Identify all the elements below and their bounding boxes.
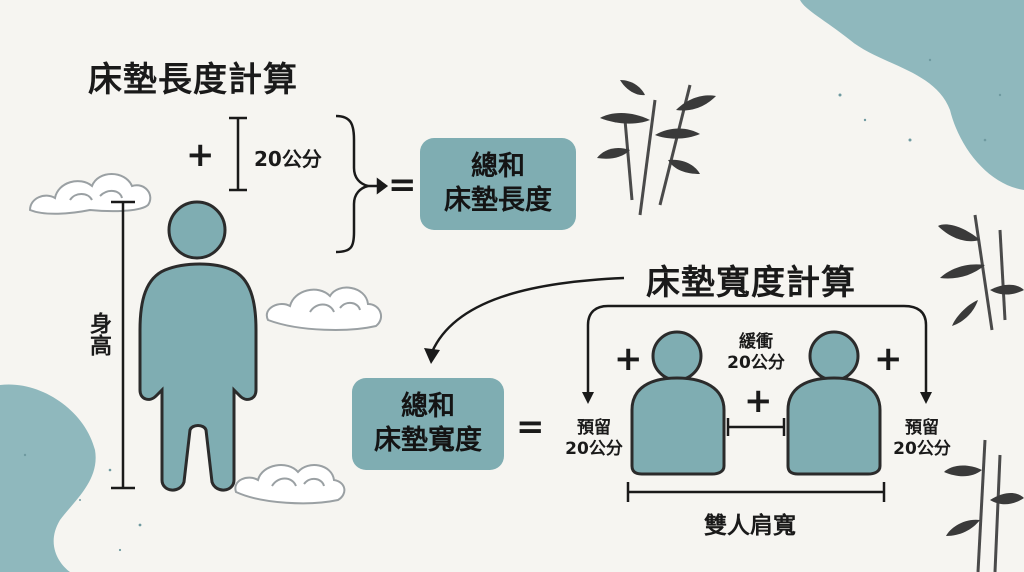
person-body: [138, 262, 258, 492]
height-label-text: 身高: [86, 312, 111, 356]
right-reserve-line1: 預留: [905, 418, 939, 438]
left-reserve-line1: 預留: [577, 418, 611, 438]
margin-bracket-length: [229, 116, 247, 192]
length-margin-label: 20公分: [254, 147, 322, 171]
left-person-head: [651, 330, 703, 382]
shoulder-width-bracket: [626, 482, 886, 502]
person-head: [167, 200, 227, 260]
right-person-body: [786, 376, 882, 476]
buffer-line2: 20公分: [727, 353, 785, 373]
width-plus-left: +: [614, 339, 643, 379]
width-curved-arrow: [424, 276, 625, 364]
corner-blob-bottom-left: [0, 384, 96, 572]
left-person-body: [630, 376, 726, 476]
buffer-bracket: [726, 418, 786, 436]
right-reserve-line2: 20公分: [893, 439, 951, 459]
corner-blob-top-right: [800, 0, 1024, 190]
bamboo-bottom-right: [944, 439, 1024, 572]
length-result-line2: 床墊長度: [444, 185, 552, 216]
width-plus-right: +: [874, 339, 903, 379]
bamboo-top: [597, 80, 716, 216]
width-result-line2: 床墊寬度: [374, 425, 482, 456]
couple-arch-bracket: [582, 304, 932, 404]
length-result-line1: 總和: [471, 151, 525, 182]
length-result-box: 總和 床墊長度: [420, 138, 576, 230]
cloud-top-left: [28, 173, 152, 215]
person-figure: [138, 200, 258, 492]
sum-curly-brace: [335, 114, 369, 254]
cloud-bottom: [234, 464, 346, 505]
speckles: [23, 58, 1002, 552]
width-result-line1: 總和: [401, 391, 455, 422]
cloud-middle: [265, 286, 383, 331]
brace-arrow: [368, 177, 389, 195]
width-result-box: 總和 床墊寬度: [352, 378, 504, 470]
right-reserve-label: 預留 20公分: [886, 418, 958, 460]
couple-figures: [630, 330, 882, 476]
shoulder-width-label: 雙人肩寬: [704, 513, 796, 539]
right-person-head: [808, 330, 860, 382]
length-equals: =: [388, 165, 417, 205]
width-plus-middle: +: [744, 381, 773, 421]
left-reserve-label: 預留 20公分: [558, 418, 630, 460]
length-title: 床墊長度計算: [88, 60, 298, 100]
width-title: 床墊寬度計算: [646, 263, 856, 303]
height-bracket: [111, 200, 135, 490]
height-label: 身高: [84, 312, 111, 356]
buffer-label: 緩衝 20公分: [718, 332, 794, 374]
width-equals: =: [516, 407, 545, 447]
bamboo-right: [938, 214, 1024, 331]
length-plus: +: [186, 135, 215, 175]
buffer-line1: 緩衝: [739, 332, 773, 352]
left-reserve-line2: 20公分: [565, 439, 623, 459]
